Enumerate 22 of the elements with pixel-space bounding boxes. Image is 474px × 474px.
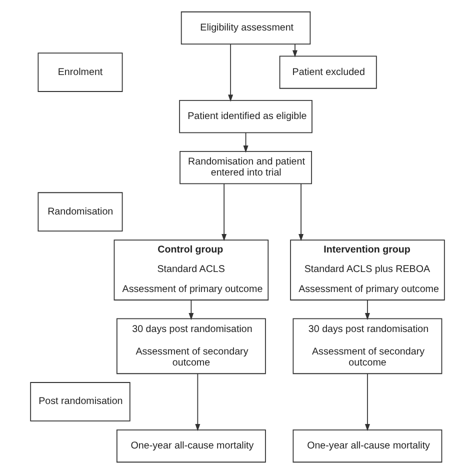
node-box: One-year all-cause mortality bbox=[292, 429, 442, 463]
node-box: Enrolment bbox=[37, 52, 122, 92]
node-box: Control group Standard ACLS Assessment of primary outcome bbox=[113, 240, 268, 300]
node-box: Patient identified as eligible bbox=[178, 100, 312, 134]
arrow bbox=[188, 300, 194, 320]
node-box: 30 days post randomisation Assessment of secondary outcome bbox=[116, 318, 266, 374]
arrow bbox=[292, 44, 297, 58]
arrow bbox=[194, 373, 200, 432]
node-box: Randomisation and patient entered into trial bbox=[179, 151, 312, 184]
arrow bbox=[221, 183, 226, 242]
arrow bbox=[228, 44, 233, 102]
node-box: One-year all-cause mortality bbox=[116, 429, 266, 463]
arrow bbox=[364, 300, 370, 320]
arrow bbox=[298, 183, 304, 242]
node-box: Randomisation bbox=[37, 192, 122, 232]
arrow bbox=[364, 373, 370, 432]
node-box: Patient excluded bbox=[278, 56, 376, 89]
node-box: Post randomisation bbox=[30, 382, 130, 422]
node-box: Intervention group Standard ACLS plus REBOA Assessment of primary outcome bbox=[290, 240, 444, 300]
arrow bbox=[242, 132, 248, 153]
node-box: Eligibility assessment bbox=[180, 11, 310, 45]
node-box: 30 days post randomisation Assessment of secondary outcome bbox=[292, 318, 442, 374]
